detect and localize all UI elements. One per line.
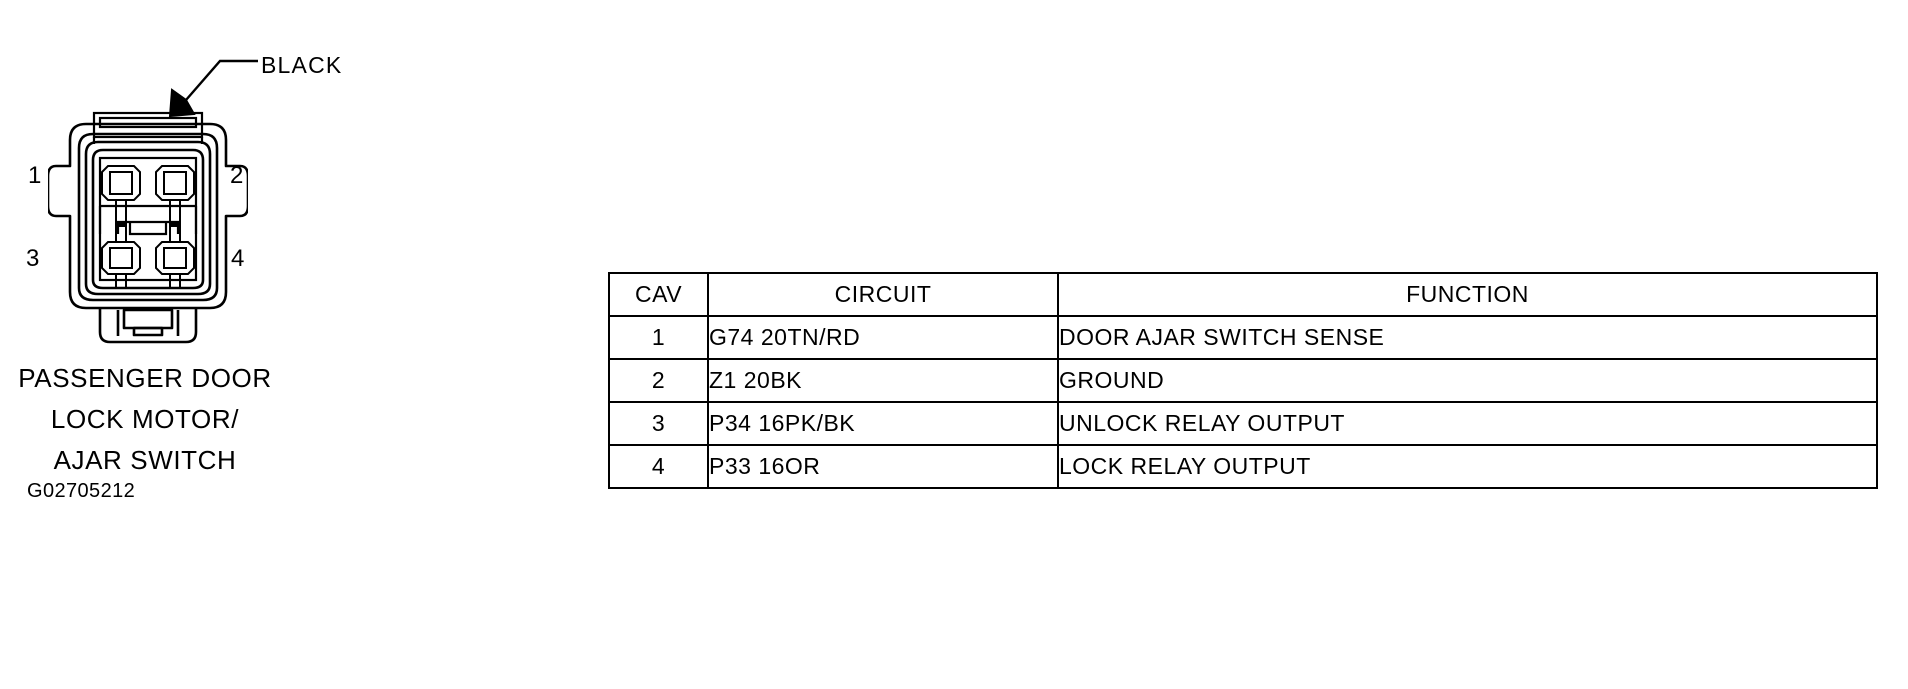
table-row: 2 Z1 20BK GROUND <box>608 358 1878 403</box>
cell-cav: 3 <box>608 401 709 446</box>
table-row: 1 G74 20TN/RD DOOR AJAR SWITCH SENSE <box>608 315 1878 360</box>
caption-line-1: PASSENGER DOOR <box>18 363 272 393</box>
connector-figure: BLACK <box>0 0 420 640</box>
callout-label-black: BLACK <box>261 52 343 78</box>
header-cav: CAV <box>608 272 709 317</box>
cell-circuit: Z1 20BK <box>707 358 1059 403</box>
pin-number-2: 2 <box>230 162 244 189</box>
pinout-table: CAV CIRCUIT FUNCTION 1 G74 20TN/RD DOOR … <box>608 272 1878 489</box>
connector-outline-icon <box>46 111 250 344</box>
caption-line-3: AJAR SWITCH <box>53 445 237 475</box>
pin-number-3: 3 <box>26 245 40 272</box>
pin-number-1: 1 <box>28 162 42 189</box>
callout-leader-icon <box>168 59 258 118</box>
header-circuit: CIRCUIT <box>707 272 1059 317</box>
cell-cav: 2 <box>608 358 709 403</box>
cell-circuit: P34 16PK/BK <box>707 401 1059 446</box>
cell-circuit: P33 16OR <box>707 444 1059 489</box>
cell-cav: 1 <box>608 315 709 360</box>
connector-id-code: G02705212 <box>27 480 136 502</box>
pin-number-4: 4 <box>231 245 245 272</box>
black-callout: BLACK <box>150 38 410 128</box>
cell-circuit: G74 20TN/RD <box>707 315 1059 360</box>
table-row: 4 P33 16OR LOCK RELAY OUTPUT <box>608 444 1878 489</box>
header-function: FUNCTION <box>1057 272 1878 317</box>
table-row: 3 P34 16PK/BK UNLOCK RELAY OUTPUT <box>608 401 1878 446</box>
cell-function: DOOR AJAR SWITCH SENSE <box>1057 315 1878 360</box>
table-header-row: CAV CIRCUIT FUNCTION <box>608 272 1878 317</box>
connector-caption: PASSENGER DOOR LOCK MOTOR/ AJAR SWITCH <box>0 358 290 481</box>
cell-cav: 4 <box>608 444 709 489</box>
cell-function: LOCK RELAY OUTPUT <box>1057 444 1878 489</box>
connector-body-drawing <box>46 110 250 345</box>
pinout-table-container: CAV CIRCUIT FUNCTION 1 G74 20TN/RD DOOR … <box>608 272 1878 489</box>
caption-line-2: LOCK MOTOR/ <box>50 404 240 434</box>
cell-function: GROUND <box>1057 358 1878 403</box>
cell-function: UNLOCK RELAY OUTPUT <box>1057 401 1878 446</box>
